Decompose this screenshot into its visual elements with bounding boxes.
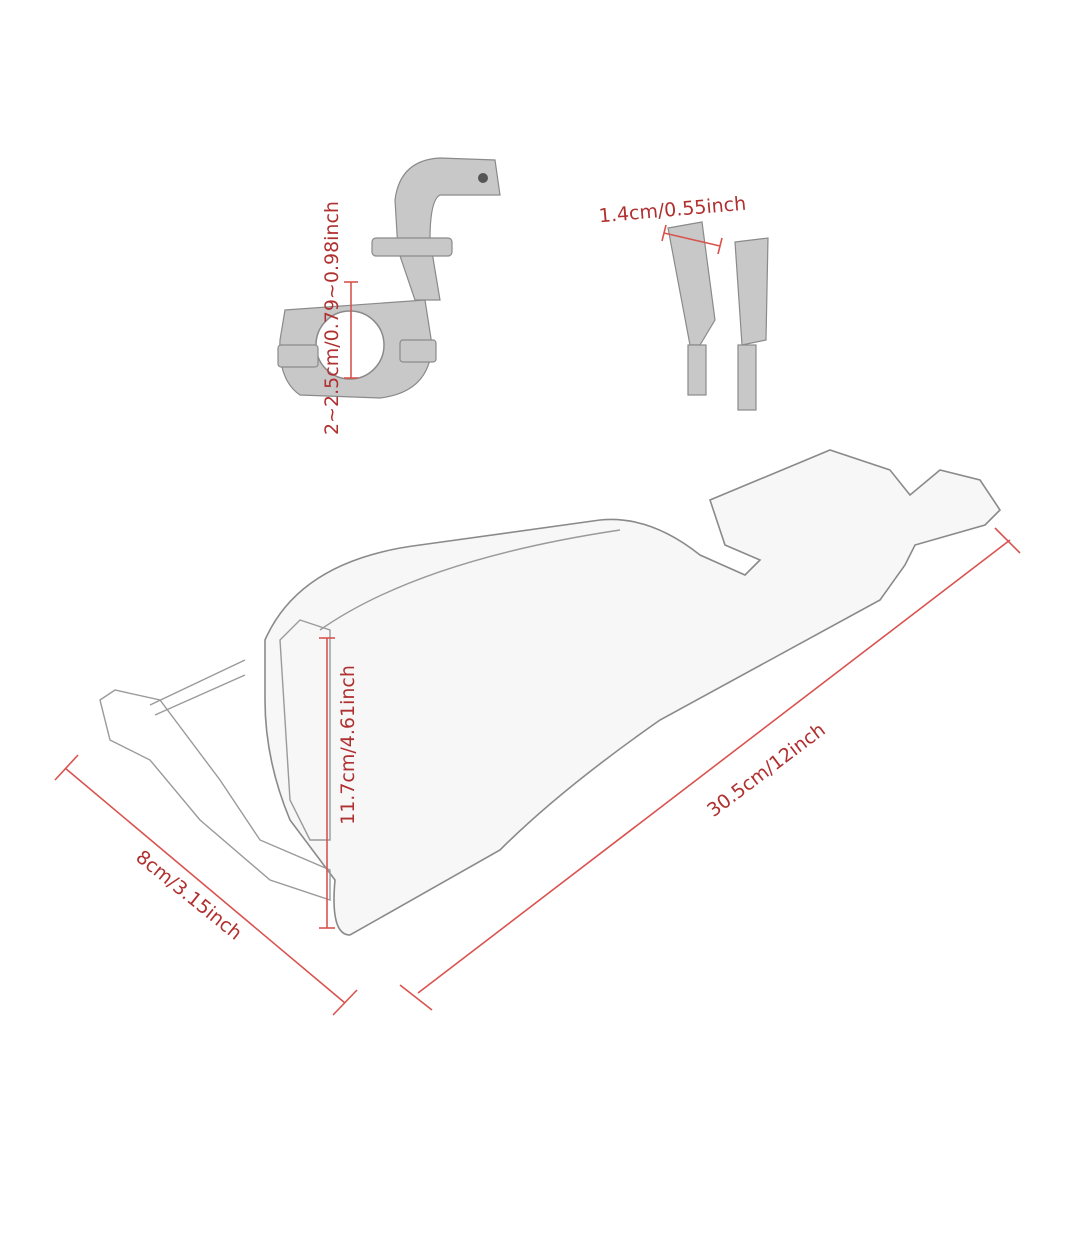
mounting-bolts-image [667, 221, 769, 411]
handguard-image [99, 449, 1002, 936]
bolt-dimension-line [661, 224, 723, 255]
height-dimension-line [319, 637, 335, 929]
length-dimension-label: 30.5cm/12inch [703, 719, 829, 822]
width-dimension-label: 8cm/3.15inch [132, 846, 247, 945]
height-dimension-label: 11.7cm/4.61inch [337, 665, 359, 825]
bolt-dimension-label: 1.4cm/0.55inch [598, 193, 747, 228]
handlebar-clamp-image [277, 157, 501, 399]
clamp-dimension-line [344, 281, 358, 379]
length-dimension-line [399, 527, 1021, 1011]
clamp-dimension-label: 2~2.5cm/0.79~0.98inch [321, 201, 343, 435]
width-dimension-line [54, 754, 358, 1016]
